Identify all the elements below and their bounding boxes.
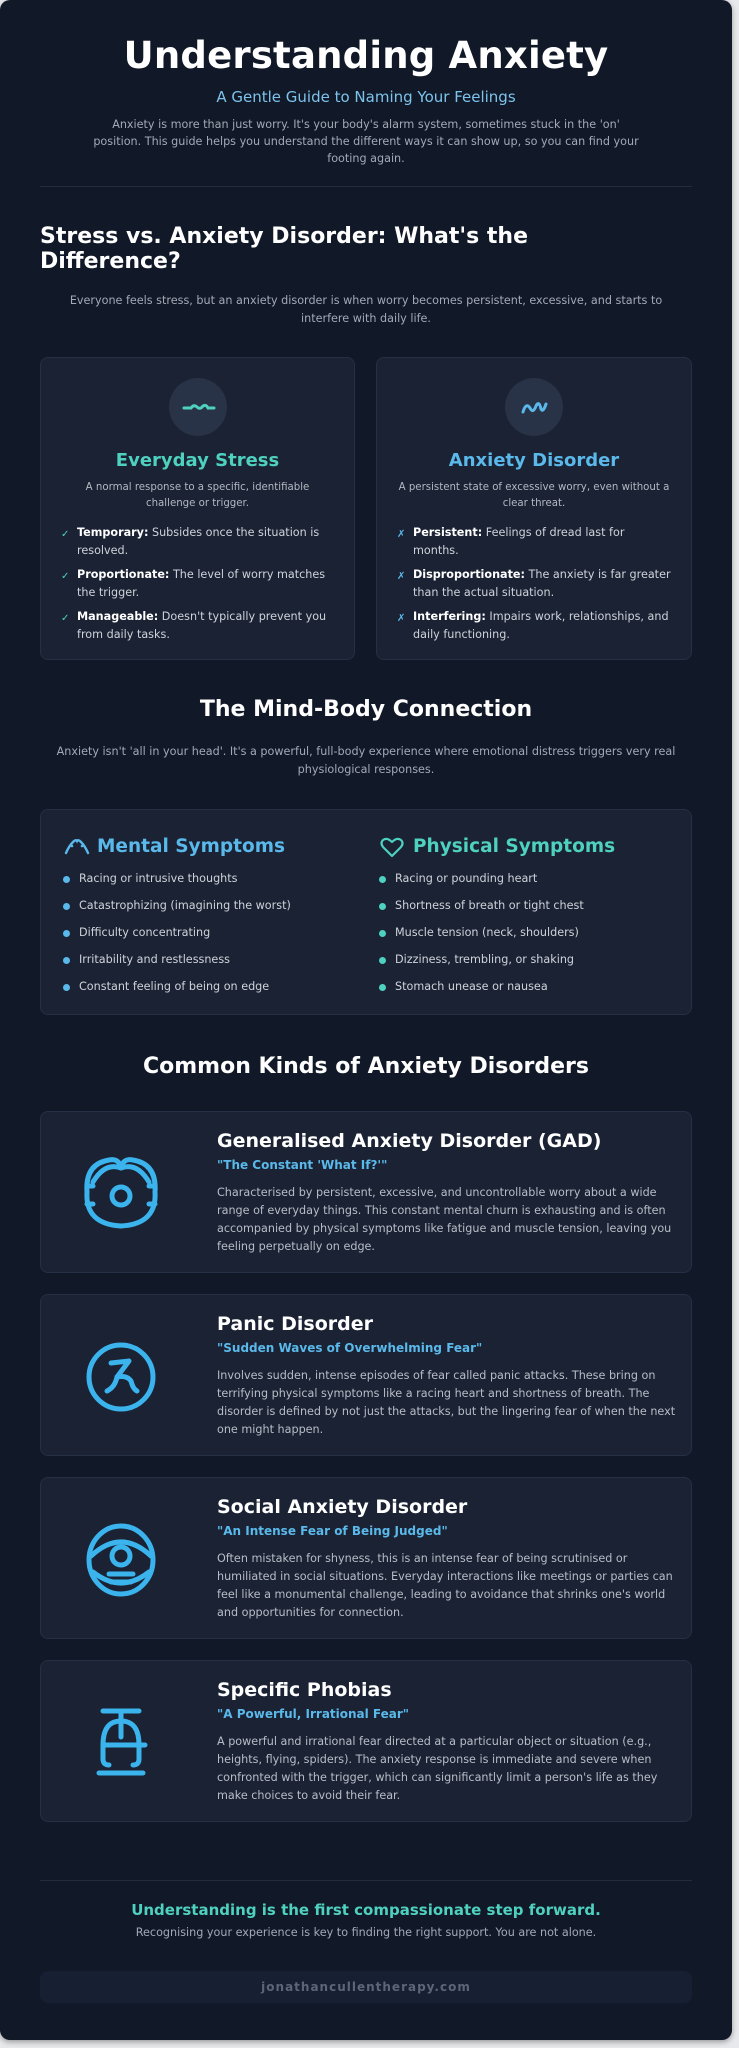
- list-item: Shortness of breath or tight chest: [379, 897, 679, 915]
- physical-symptoms-list: Racing or pounding heart Shortness of br…: [379, 870, 679, 996]
- list-item: ✗Disproportionate: The anxiety is far gr…: [397, 568, 671, 599]
- list-item: ✓Proportionate: The level of worry match…: [61, 568, 326, 599]
- disorder-card-social: Social Anxiety Disorder "An Intense Fear…: [40, 1477, 692, 1639]
- list-item: ✗Persistent: Feelings of dread last for …: [397, 526, 625, 557]
- physical-symptoms-column: Physical Symptoms Racing or pounding hea…: [379, 834, 679, 1005]
- check-icon: ✓: [61, 529, 70, 540]
- disorders-heading: Common Kinds of Anxiety Disorders: [143, 1054, 589, 1079]
- disorder-title: Generalised Anxiety Disorder (GAD): [217, 1130, 602, 1152]
- card-title: Anxiety Disorder: [448, 450, 620, 471]
- disorder-quote: "A Powerful, Irrational Fear": [217, 1707, 410, 1721]
- anxiety-points-list: ✗Persistent: Feelings of dread last for …: [397, 524, 673, 650]
- cross-icon: ✗: [397, 529, 406, 540]
- heart-icon: [380, 837, 404, 858]
- mental-symptoms-list: Racing or intrusive thoughts Catastrophi…: [63, 870, 363, 996]
- list-item: Stomach unease or nausea: [379, 978, 679, 996]
- disorder-description: Characterised by persistent, excessive, …: [217, 1186, 672, 1253]
- intro-text: Anxiety is more than just worry. It's yo…: [93, 118, 639, 165]
- brain-icon: [64, 839, 90, 855]
- disorder-description: Often mistaken for shyness, this is an i…: [217, 1552, 673, 1619]
- cross-icon: ✗: [397, 571, 406, 582]
- list-item: Racing or intrusive thoughts: [63, 870, 363, 888]
- everyday-stress-card: Everyday Stress A normal response to a s…: [40, 357, 355, 660]
- footer-subtext: Recognising your experience is key to fi…: [135, 1926, 597, 1939]
- disorder-quote: "The Constant 'What If?'": [217, 1158, 388, 1172]
- list-item: ✓Manageable: Doesn't typically prevent y…: [61, 610, 327, 641]
- disorder-card-gad: Generalised Anxiety Disorder (GAD) "The …: [40, 1111, 692, 1273]
- list-item: Difficulty concentrating: [63, 924, 363, 942]
- comparison-heading: Stress vs. Anxiety Disorder: What's the …: [40, 224, 529, 274]
- disorder-quote: "An Intense Fear of Being Judged": [217, 1524, 448, 1538]
- disorder-quote: "Sudden Waves of Overwhelming Fear": [217, 1341, 483, 1355]
- social-eye-icon: [86, 1523, 156, 1597]
- gad-head-icon: [84, 1157, 158, 1229]
- anxiety-disorder-card: Anxiety Disorder A persistent state of e…: [376, 357, 692, 660]
- wave-intense-icon: [505, 378, 563, 436]
- symptoms-card: Mental Symptoms Racing or intrusive thou…: [40, 809, 692, 1015]
- website-link[interactable]: jonathancullentherapy.com: [40, 1971, 692, 2003]
- list-item: Muscle tension (neck, shoulders): [379, 924, 679, 942]
- footer-headline: Understanding is the first compassionate…: [131, 1901, 601, 1919]
- disorder-title: Panic Disorder: [217, 1313, 374, 1335]
- list-item: ✓Temporary: Subsides once the situation …: [61, 526, 320, 557]
- list-item: ✗Interfering: Impairs work, relationship…: [397, 610, 669, 641]
- disorder-card-phobias: Specific Phobias "A Powerful, Irrational…: [40, 1660, 692, 1822]
- page-title: Understanding Anxiety: [123, 34, 609, 77]
- card-title: Everyday Stress: [115, 450, 280, 471]
- disorder-card-panic: Panic Disorder "Sudden Waves of Overwhel…: [40, 1294, 692, 1456]
- card-description: A persistent state of excessive worry, e…: [398, 482, 670, 509]
- divider: [40, 1880, 692, 1881]
- disorder-title: Specific Phobias: [217, 1679, 392, 1701]
- check-icon: ✓: [61, 613, 70, 624]
- check-icon: ✓: [61, 571, 70, 582]
- list-item: Racing or pounding heart: [379, 870, 679, 888]
- divider: [40, 186, 692, 187]
- list-item: Catastrophizing (imagining the worst): [63, 897, 363, 915]
- disorder-description: Involves sudden, intense episodes of fea…: [217, 1369, 676, 1436]
- list-item: Dizziness, trembling, or shaking: [379, 951, 679, 969]
- disorder-title: Social Anxiety Disorder: [217, 1496, 468, 1518]
- page-subtitle: A Gentle Guide to Naming Your Feelings: [216, 88, 516, 106]
- list-item: Irritability and restlessness: [63, 951, 363, 969]
- physical-symptoms-title: Physical Symptoms: [413, 836, 616, 857]
- card-description: A normal response to a specific, identif…: [85, 482, 310, 509]
- mind-body-description: Anxiety isn't 'all in your head'. It's a…: [56, 745, 676, 776]
- phobia-helicopter-icon: [96, 1708, 148, 1776]
- list-item: Constant feeling of being on edge: [63, 978, 363, 996]
- mental-symptoms-title: Mental Symptoms: [97, 836, 285, 857]
- mind-body-heading: The Mind-Body Connection: [199, 697, 533, 722]
- comparison-description: Everyone feels stress, but an anxiety di…: [69, 294, 663, 325]
- mental-symptoms-column: Mental Symptoms Racing or intrusive thou…: [63, 834, 363, 1005]
- panic-figure-icon: [86, 1342, 156, 1412]
- cross-icon: ✗: [397, 613, 406, 624]
- disorder-description: A powerful and irrational fear directed …: [217, 1735, 658, 1802]
- stress-points-list: ✓Temporary: Subsides once the situation …: [61, 524, 336, 650]
- wave-gentle-icon: [169, 378, 227, 436]
